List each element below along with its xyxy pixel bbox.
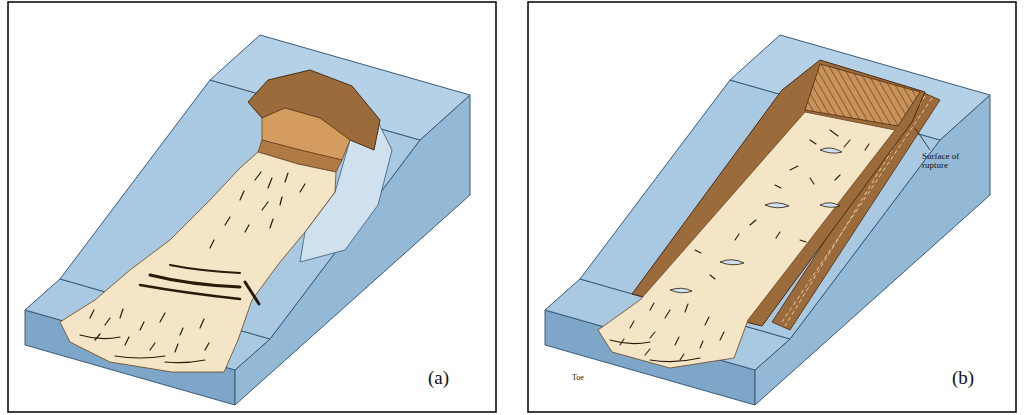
- figure-label: (b): [952, 368, 992, 388]
- slide-body: [60, 152, 336, 372]
- transverse-cracks: [670, 148, 842, 293]
- slide-body: [598, 112, 895, 368]
- rotational-slide: [25, 35, 470, 405]
- figure-label: Toe: [572, 374, 602, 382]
- figure-label: Surface of rupture: [922, 152, 962, 171]
- figure-label: (a): [428, 368, 468, 388]
- terrain-block: [545, 35, 990, 405]
- panel-frame: [528, 2, 1016, 412]
- terrain-block: [25, 35, 470, 405]
- translational-slide: [545, 35, 990, 405]
- panel-frame: [8, 2, 496, 412]
- leader-line: [915, 128, 930, 150]
- crack-marks: [80, 172, 305, 363]
- crack-marks: [610, 130, 869, 362]
